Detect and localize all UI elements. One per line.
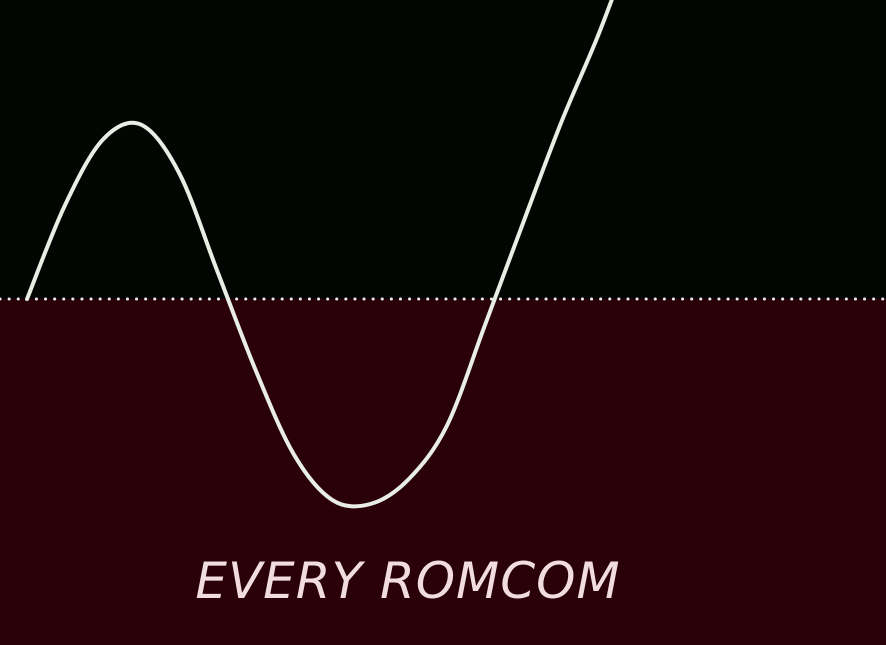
chart-caption: EVERY ROMCOM [195,552,621,610]
upper-background [0,0,886,299]
romcom-curve-line [25,0,614,509]
lower-background [0,299,886,645]
